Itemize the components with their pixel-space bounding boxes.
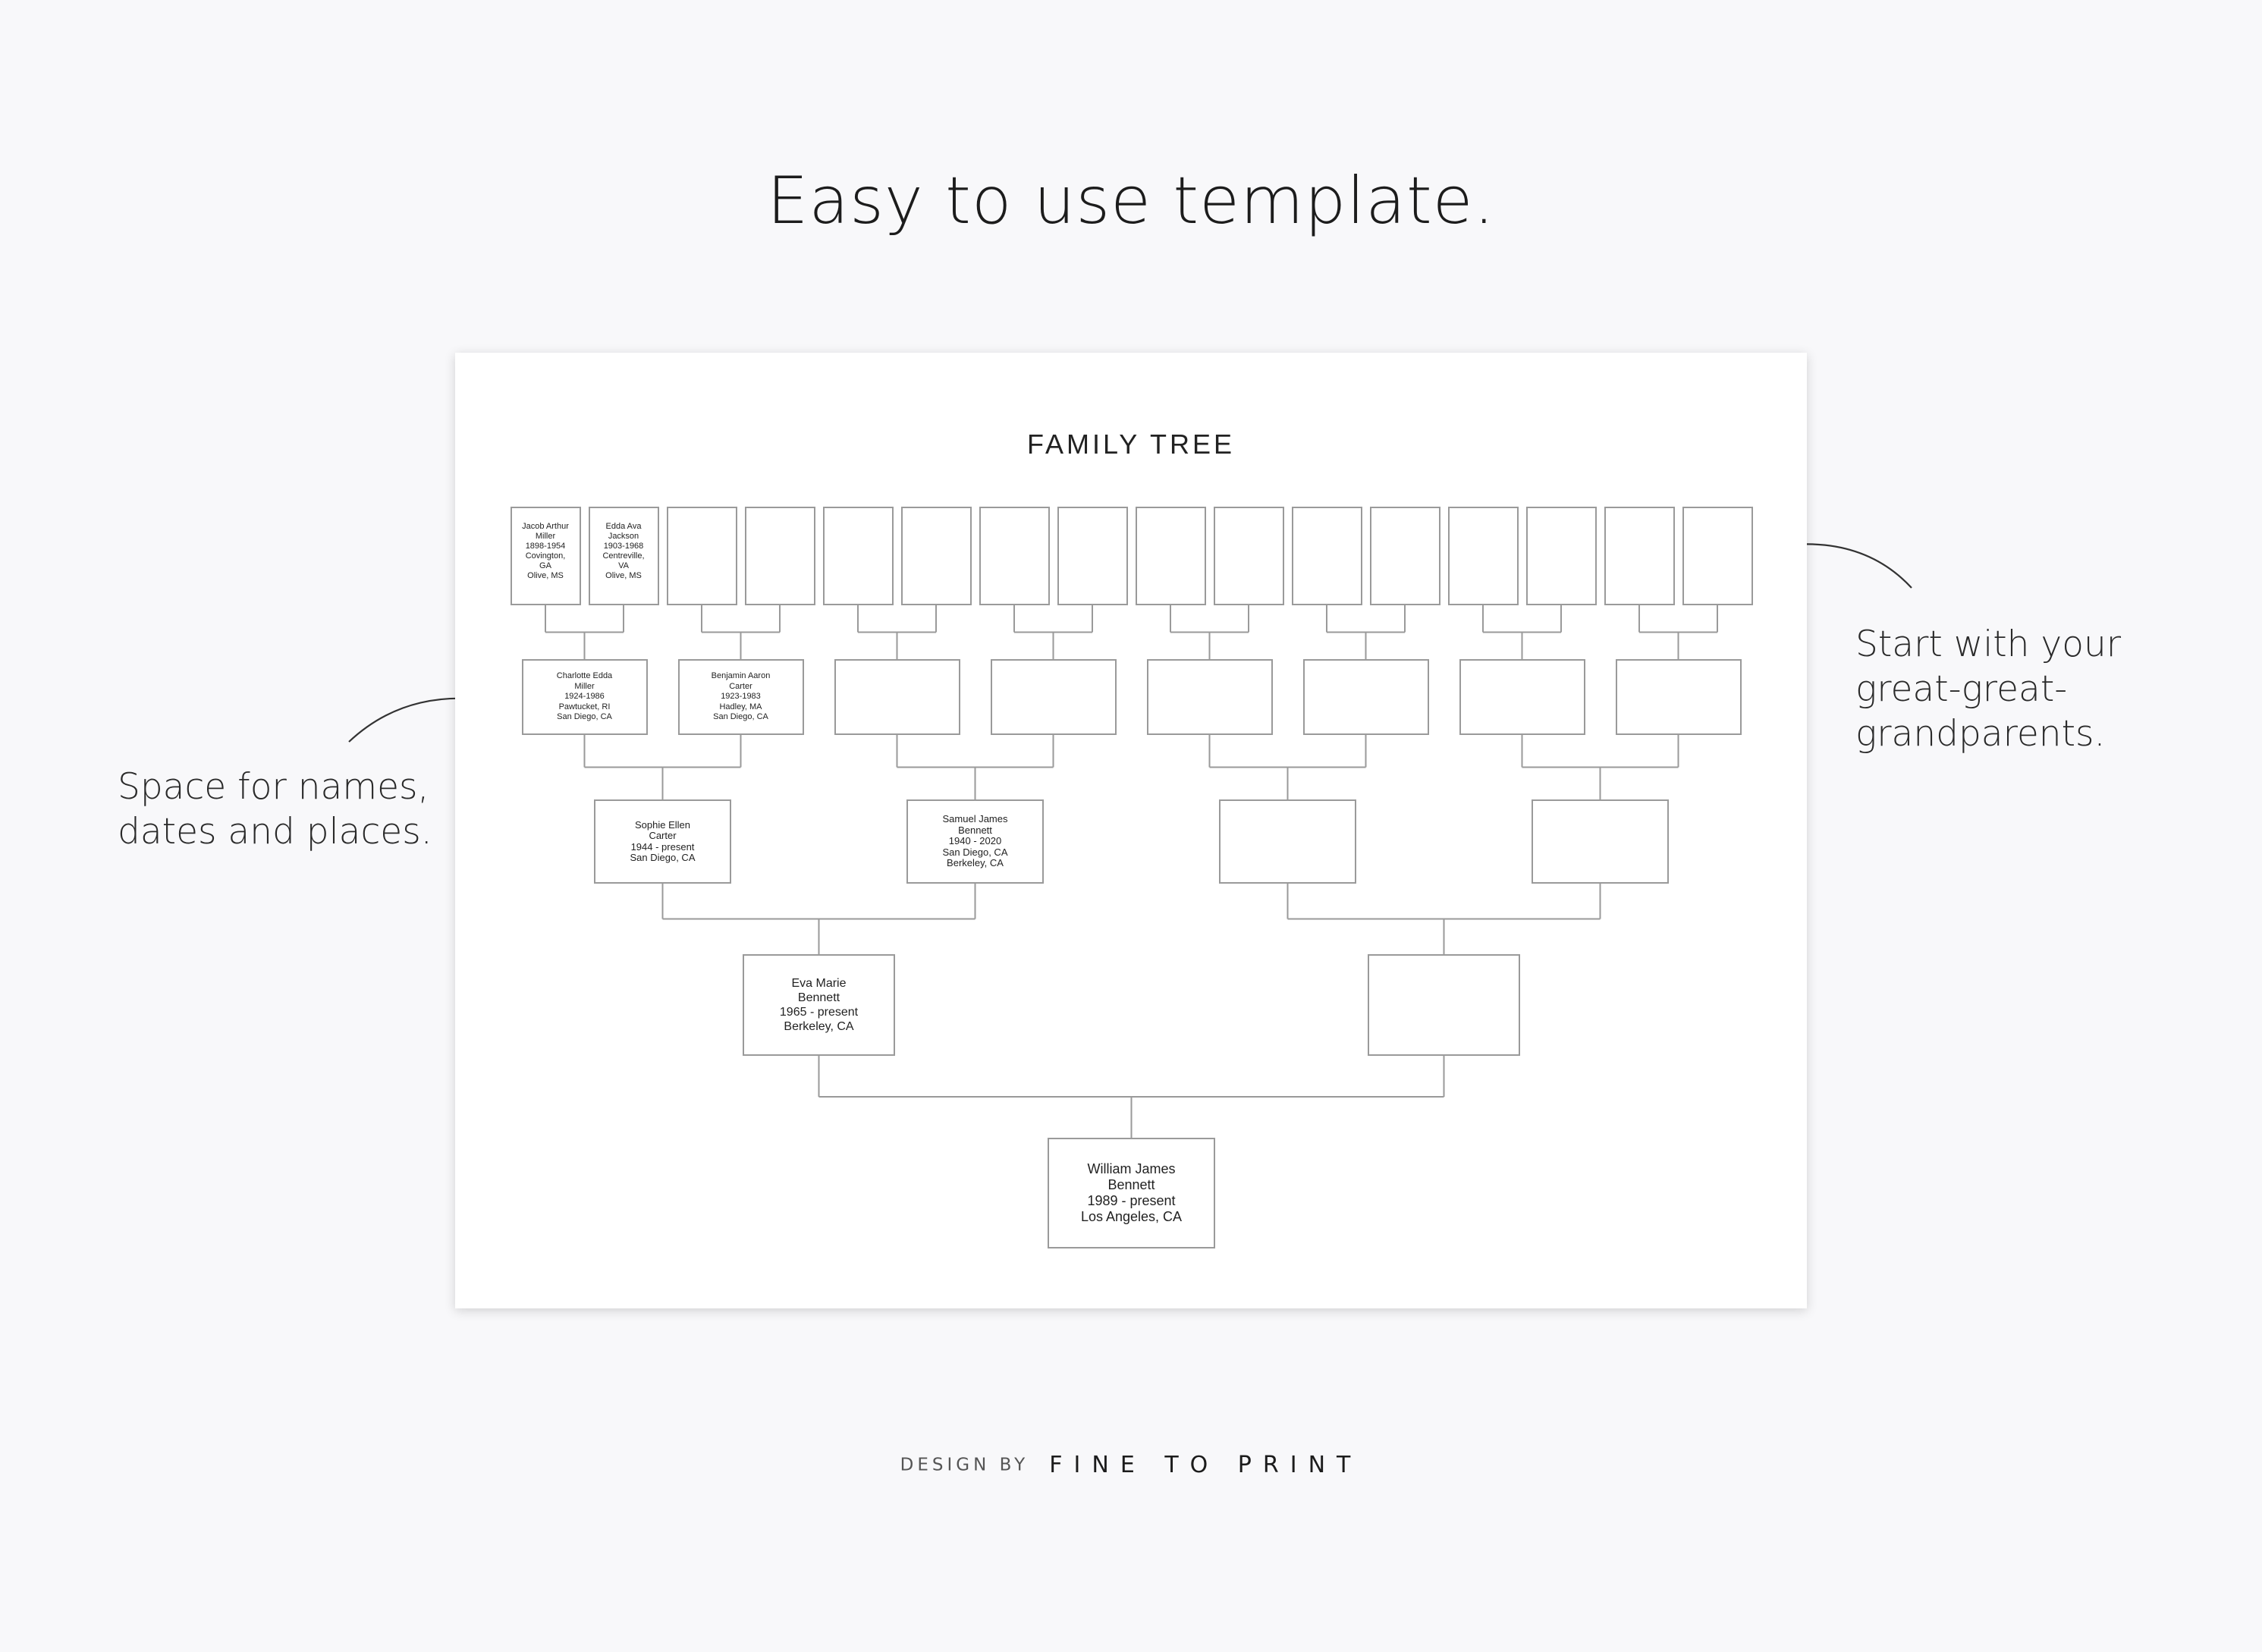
- great-great-grandparent-box: [1525, 507, 1597, 605]
- great-great-grandparent-box: Jacob Arthur Miller 1898-1954 Covington,…: [510, 507, 581, 605]
- grandparent-box: [1219, 799, 1356, 884]
- great-great-grandparent-box: [1604, 507, 1675, 605]
- great-great-grandparent-box: [1682, 507, 1753, 605]
- self-text: William James Bennett 1989 - present Los…: [1080, 1161, 1183, 1224]
- great-grandparent-box: Charlotte Edda Miller 1924-1986 Pawtucke…: [521, 659, 648, 735]
- grandparent-box: Sophie Ellen Carter 1944 - present San D…: [594, 799, 731, 884]
- credit-prefix: DESIGN BY: [900, 1455, 1029, 1475]
- template-title: FAMILY TREE: [1026, 429, 1236, 460]
- great-great-grandparent-text: Jacob Arthur Miller 1898-1954 Covington,…: [522, 522, 569, 580]
- great-great-grandparent-box: [1291, 507, 1362, 605]
- tree-connectors: [545, 605, 1718, 1138]
- grandparent-box: [1532, 799, 1669, 884]
- great-great-grandparent-box: [1213, 507, 1284, 605]
- great-great-grandparent-text: Edda Ava Jackson 1903-1968 Centreville, …: [602, 522, 645, 580]
- headline: Easy to use template.: [767, 163, 1495, 239]
- great-grandparent-box: [990, 659, 1117, 735]
- annotation-left-line-2: dates and places.: [118, 811, 432, 853]
- grandparent-text: Sophie Ellen Carter 1944 - present San D…: [630, 818, 696, 863]
- parent-box: Eva Marie Bennett 1965 - present Berkele…: [743, 954, 895, 1056]
- annotation-left-line-1: Space for names,: [118, 766, 429, 808]
- great-grandparent-text: Benjamin Aaron Carter 1923-1983 Hadley, …: [711, 671, 771, 722]
- great-grandparent-box: [1146, 659, 1273, 735]
- credit: DESIGN BY FINE TO PRINT: [0, 1452, 2262, 1478]
- great-great-grandparent-box: Edda Ava Jackson 1903-1968 Centreville, …: [588, 507, 659, 605]
- great-grandparent-text: Charlotte Edda Miller 1924-1986 Pawtucke…: [556, 671, 613, 722]
- annotation-right-line-1: Start with your: [1855, 623, 2122, 665]
- great-grandparent-box: [1302, 659, 1429, 735]
- great-grandparent-box: Benjamin Aaron Carter 1923-1983 Hadley, …: [677, 659, 804, 735]
- great-grandparent-box: [1615, 659, 1742, 735]
- parent-text: Eva Marie Bennett 1965 - present Berkele…: [779, 977, 859, 1033]
- great-grandparent-box: [1459, 659, 1585, 735]
- grandparent-text: Samuel James Bennett 1940 - 2020 San Die…: [942, 813, 1008, 869]
- great-great-grandparent-box: [979, 507, 1050, 605]
- great-great-grandparent-box: [1057, 507, 1128, 605]
- great-great-grandparent-box: [1369, 507, 1440, 605]
- great-great-grandparent-box: [822, 507, 894, 605]
- annotation-left: Space for names, dates and places.: [118, 765, 432, 854]
- great-grandparent-box: [834, 659, 960, 735]
- template-sheet: FAMILY TREE Jacob Arthur Miller 1898-195…: [455, 353, 1807, 1308]
- great-great-grandparent-box: [666, 507, 737, 605]
- grandparent-box: Samuel James Bennett 1940 - 2020 San Die…: [906, 799, 1044, 884]
- annotation-right-line-3: grandparents.: [1855, 713, 2106, 755]
- parent-box: [1368, 954, 1520, 1056]
- annotation-right-line-2: great-great-: [1855, 668, 2068, 710]
- great-great-grandparent-box: [900, 507, 972, 605]
- great-great-grandparent-box: [744, 507, 815, 605]
- great-great-grandparent-box: [1447, 507, 1519, 605]
- annotation-right: Start with your great-great- grandparent…: [1855, 622, 2121, 756]
- credit-brand: FINE TO PRINT: [1049, 1452, 1362, 1478]
- great-great-grandparent-box: [1135, 507, 1206, 605]
- self-box: William James Bennett 1989 - present Los…: [1048, 1138, 1215, 1248]
